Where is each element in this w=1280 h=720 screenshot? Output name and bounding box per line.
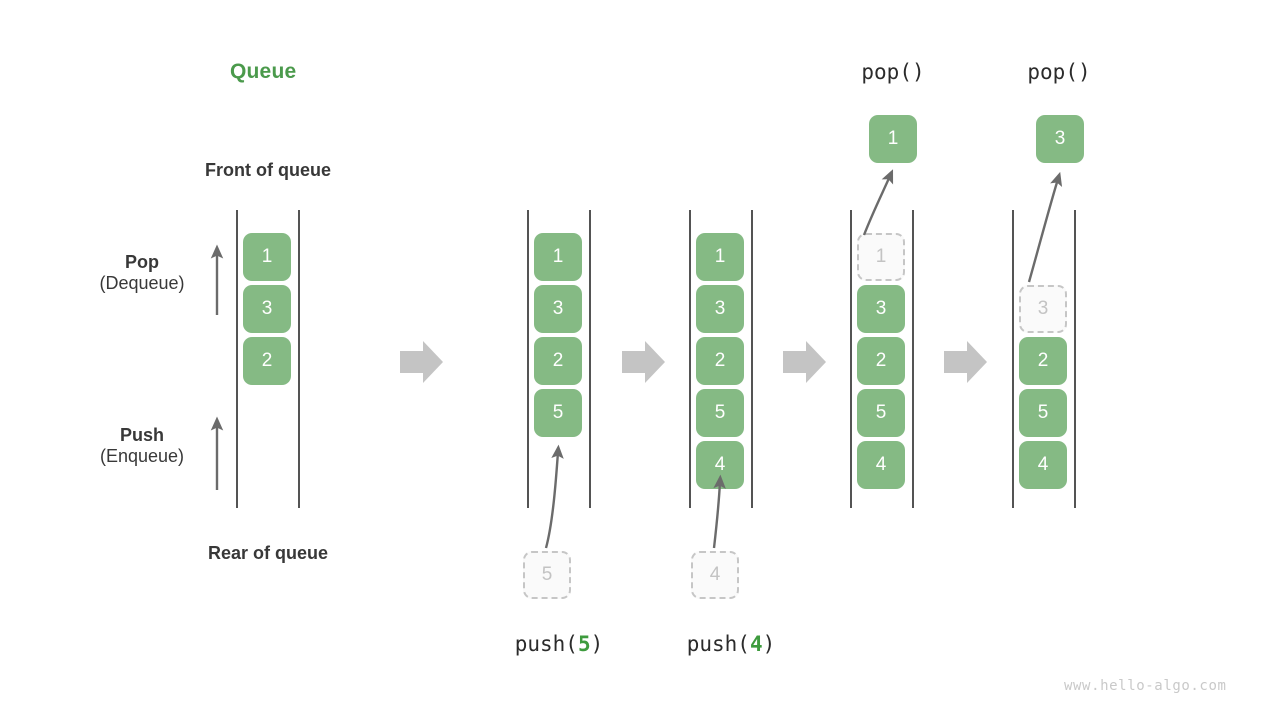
rail-right-col-2 bbox=[589, 210, 591, 508]
cell-col4-3: 5 bbox=[857, 389, 905, 437]
pop-label: Pop (Dequeue) bbox=[62, 252, 222, 294]
step-arrow-2 bbox=[622, 341, 665, 383]
cell-col1-0: 1 bbox=[243, 233, 291, 281]
push-5-caption: push(5) bbox=[459, 632, 659, 656]
page-title: Queue bbox=[230, 60, 297, 83]
rail-left-col-1 bbox=[236, 210, 238, 508]
rear-of-queue-label: Rear of queue bbox=[207, 543, 329, 563]
enqueue-arrow-4 bbox=[712, 474, 726, 549]
cell-col2-2: 2 bbox=[534, 337, 582, 385]
cell-col3-0: 1 bbox=[696, 233, 744, 281]
cell-col3-1: 3 bbox=[696, 285, 744, 333]
rail-right-col-5 bbox=[1074, 210, 1076, 508]
cell-col2-1: 3 bbox=[534, 285, 582, 333]
cell-col5-2: 5 bbox=[1019, 389, 1067, 437]
step-arrow-3 bbox=[783, 341, 826, 383]
dequeue-arrow-3 bbox=[1027, 171, 1063, 283]
cell-col3-4: 4 bbox=[696, 441, 744, 489]
cell-col3-3: 5 bbox=[696, 389, 744, 437]
cell-col5-3: 4 bbox=[1019, 441, 1067, 489]
enqueue-arrow-5 bbox=[544, 444, 564, 549]
rail-left-col-2 bbox=[527, 210, 529, 508]
cell-col3-2: 2 bbox=[696, 337, 744, 385]
front-of-queue-label: Front of queue bbox=[205, 160, 331, 180]
pop-label-main: Pop bbox=[125, 252, 159, 272]
incoming-cell-col2: 5 bbox=[523, 551, 571, 599]
pop-1-caption: pop() bbox=[861, 60, 925, 84]
rail-right-col-1 bbox=[298, 210, 300, 508]
pop-label-paren: (Dequeue) bbox=[99, 273, 185, 293]
rail-left-col-4 bbox=[850, 210, 852, 508]
rail-left-col-3 bbox=[689, 210, 691, 508]
push-5-prefix: push( bbox=[514, 632, 578, 656]
rail-right-col-4 bbox=[912, 210, 914, 508]
popped-cell-col5: 3 bbox=[1036, 115, 1084, 163]
rail-left-col-5 bbox=[1012, 210, 1014, 508]
push-label-paren: (Enqueue) bbox=[99, 446, 185, 466]
cell-col4-2: 2 bbox=[857, 337, 905, 385]
push-label: Push (Enqueue) bbox=[62, 425, 222, 467]
pop-2-caption: pop() bbox=[1027, 60, 1091, 84]
step-arrow-4 bbox=[944, 341, 987, 383]
ghost-cell-col5: 3 bbox=[1019, 285, 1067, 333]
dequeue-arrow-1 bbox=[862, 169, 894, 236]
push-label-main: Push bbox=[119, 425, 164, 445]
push-4-caption: push(4) bbox=[631, 632, 831, 656]
push-4-suffix: ) bbox=[762, 632, 776, 656]
cell-col1-2: 2 bbox=[243, 337, 291, 385]
cell-col5-1: 2 bbox=[1019, 337, 1067, 385]
step-arrow-1 bbox=[400, 341, 443, 383]
incoming-cell-col3: 4 bbox=[691, 551, 739, 599]
cell-col1-1: 3 bbox=[243, 285, 291, 333]
push-5-arg: 5 bbox=[577, 632, 591, 656]
popped-cell-col4: 1 bbox=[869, 115, 917, 163]
watermark: www.hello-algo.com bbox=[1064, 678, 1227, 694]
push-5-suffix: ) bbox=[590, 632, 604, 656]
push-4-prefix: push( bbox=[686, 632, 750, 656]
rail-right-col-3 bbox=[751, 210, 753, 508]
cell-col2-3: 5 bbox=[534, 389, 582, 437]
ghost-cell-col4: 1 bbox=[857, 233, 905, 281]
cell-col2-0: 1 bbox=[534, 233, 582, 281]
cell-col4-1: 3 bbox=[857, 285, 905, 333]
push-4-arg: 4 bbox=[749, 632, 763, 656]
cell-col4-4: 4 bbox=[857, 441, 905, 489]
